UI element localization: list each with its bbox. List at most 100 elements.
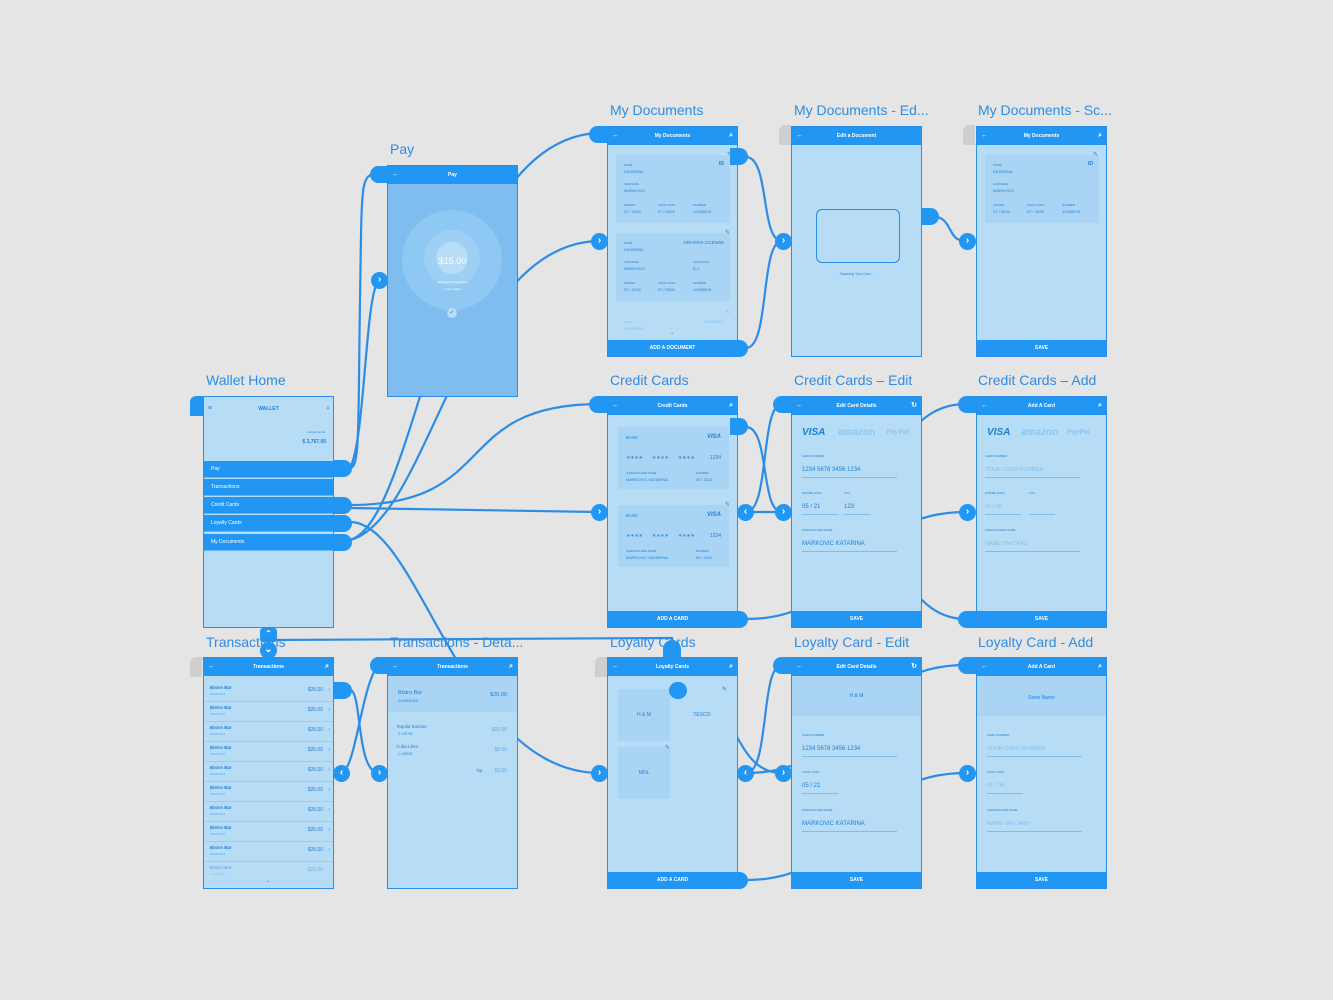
link-handle-in[interactable] bbox=[958, 657, 976, 674]
screen-credit-cards[interactable]: ← Credit Cards ⌕ BANK VISA ∗∗∗∗ ∗∗∗∗ ∗∗∗… bbox=[607, 396, 738, 628]
link-handle-credit[interactable] bbox=[334, 497, 352, 514]
search-icon[interactable]: ⌕ bbox=[729, 663, 733, 670]
amazon-logo[interactable]: amazon bbox=[1021, 427, 1059, 438]
chevron-right-icon[interactable]: › bbox=[591, 233, 608, 250]
link-handle-in[interactable] bbox=[663, 640, 681, 657]
pencil-icon[interactable]: ✎ bbox=[725, 310, 731, 316]
back-arrow-icon[interactable]: ← bbox=[392, 663, 399, 670]
chevron-up-icon[interactable]: ⌃ bbox=[260, 628, 277, 642]
cvv-input[interactable] bbox=[1029, 514, 1055, 515]
search-icon[interactable]: ⌕ bbox=[325, 663, 329, 670]
document-card-license[interactable]: NAME KATARINA DRIVERS LICENSE SURNAME MA… bbox=[616, 233, 730, 301]
screen-scan-document[interactable]: ← My Documents ⌕ NAME KATARINA ID SURNAM… bbox=[976, 126, 1107, 357]
link-handle-documents[interactable] bbox=[334, 534, 352, 551]
back-arrow-icon[interactable]: ← bbox=[612, 402, 619, 409]
add-document-button[interactable]: ADD A DOCUMENT bbox=[608, 340, 737, 356]
paypal-logo[interactable]: PayPal bbox=[1067, 429, 1090, 436]
chevron-right-icon[interactable]: › bbox=[371, 765, 388, 782]
cvv-field[interactable]: 123 bbox=[844, 504, 855, 510]
amazon-logo[interactable]: amazon bbox=[838, 427, 876, 438]
link-handle-out[interactable] bbox=[730, 418, 748, 435]
screen-loyalty-card-add[interactable]: ← Add A Card ⌕ Store Name CARD NUMBER YO… bbox=[976, 657, 1107, 889]
holder-input[interactable]: NAME ON CARD bbox=[985, 541, 1028, 547]
save-card-button[interactable]: SAVE bbox=[977, 611, 1106, 627]
screen-pay[interactable]: ← Pay $15.00 Hold your phone close to th… bbox=[387, 165, 518, 397]
back-arrow-icon[interactable]: ← bbox=[981, 402, 988, 409]
link-handle-out[interactable] bbox=[730, 148, 748, 165]
search-icon[interactable]: ⌕ bbox=[1098, 663, 1102, 670]
holder-field[interactable]: MARKOVIC KATARINA bbox=[802, 821, 865, 827]
link-handle-in[interactable] bbox=[370, 657, 388, 674]
chevron-right-icon[interactable]: › bbox=[959, 765, 976, 782]
card-number-field[interactable]: 1234 5678 3456 1234 bbox=[802, 746, 861, 752]
search-icon[interactable]: ⌕ bbox=[1098, 402, 1102, 409]
back-arrow-icon[interactable]: ← bbox=[796, 663, 803, 670]
search-icon[interactable]: ⌕ bbox=[1098, 132, 1102, 139]
search-icon[interactable]: ⌕ bbox=[729, 402, 733, 409]
link-handle-in[interactable] bbox=[958, 611, 976, 628]
back-arrow-icon[interactable]: ← bbox=[796, 132, 803, 139]
search-icon[interactable]: ⌕ bbox=[509, 663, 513, 670]
store-name-input[interactable]: Store Name bbox=[1028, 695, 1055, 701]
card-number-input[interactable]: YOUR CARD NUMBER bbox=[987, 746, 1046, 752]
visa-logo[interactable]: VISA bbox=[802, 427, 826, 438]
menu-icon[interactable]: ≡ bbox=[208, 405, 213, 412]
chevron-left-icon[interactable]: ‹ bbox=[737, 765, 754, 782]
pencil-icon[interactable]: ✎ bbox=[722, 687, 728, 693]
paypal-logo[interactable]: PayPal bbox=[886, 429, 909, 436]
link-handle-out[interactable] bbox=[730, 340, 748, 357]
add-card-button[interactable]: ADD A CARD bbox=[608, 611, 737, 627]
save-loyalty-button[interactable]: SAVE bbox=[977, 872, 1106, 888]
menu-item-transactions[interactable]: Transactions bbox=[204, 479, 333, 496]
loyalty-card-mol[interactable]: MOL bbox=[618, 747, 670, 799]
chevron-right-icon[interactable]: › bbox=[371, 272, 388, 289]
back-arrow-icon[interactable]: ← bbox=[392, 171, 399, 178]
screen-loyalty-card-edit[interactable]: ← Edit Card Details ↻ H & M CARD NUMBER … bbox=[791, 657, 922, 889]
holder-field[interactable]: MARKOVIC KATARINA bbox=[802, 541, 865, 547]
chevron-right-icon[interactable]: › bbox=[775, 233, 792, 250]
screen-wallet-home[interactable]: ≡ WALLET ⌕ Current funds $ 3,767.05 Pay … bbox=[203, 396, 334, 628]
link-handle-out[interactable] bbox=[669, 682, 687, 699]
menu-item-loyalty-cards[interactable]: Loyalty Cards bbox=[204, 515, 333, 532]
expiry-input[interactable]: 01 / 00 bbox=[985, 504, 1002, 510]
pencil-icon[interactable]: ✎ bbox=[725, 502, 731, 508]
chevron-down-icon[interactable]: ⌄ bbox=[260, 642, 277, 659]
screen-my-documents[interactable]: ← My Documents ⌕ NAME KATARINA ID SURNAM… bbox=[607, 126, 738, 357]
link-handle-loyalty[interactable] bbox=[334, 515, 352, 532]
back-arrow-icon[interactable]: ← bbox=[612, 663, 619, 670]
save-card-button[interactable]: SAVE bbox=[792, 611, 921, 627]
document-card-id[interactable]: NAME KATARINA ID SURNAME MARKOVIC ISSUED… bbox=[985, 155, 1099, 223]
chevron-right-icon[interactable]: › bbox=[591, 765, 608, 782]
link-handle-in[interactable] bbox=[589, 396, 607, 413]
chevron-left-icon[interactable]: ‹ bbox=[737, 504, 754, 521]
link-handle-out[interactable] bbox=[921, 208, 939, 225]
chevron-down-icon[interactable]: ⌄ bbox=[266, 878, 271, 884]
link-handle-in[interactable] bbox=[773, 657, 791, 674]
valid-field[interactable]: 05 / 21 bbox=[802, 783, 821, 789]
credit-card-2[interactable]: BANK VISA ∗∗∗∗ ∗∗∗∗ ∗∗∗∗ 1234 CARDHOLDER… bbox=[618, 505, 729, 567]
add-loyalty-card-button[interactable]: ADD A CARD bbox=[608, 872, 737, 888]
chevron-right-icon[interactable]: › bbox=[959, 233, 976, 250]
link-handle-in[interactable] bbox=[589, 126, 607, 143]
chevron-right-icon[interactable]: › bbox=[775, 504, 792, 521]
screen-credit-card-add[interactable]: ← Add A Card ⌕ VISA amazon PayPal CARD N… bbox=[976, 396, 1107, 628]
expiry-field[interactable]: 05 / 21 bbox=[802, 504, 821, 510]
refresh-icon[interactable]: ↻ bbox=[911, 663, 917, 670]
search-icon[interactable]: ⌕ bbox=[326, 405, 330, 412]
pencil-icon[interactable]: ✎ bbox=[727, 151, 732, 158]
chevron-down-icon[interactable]: ⌄ bbox=[670, 330, 675, 336]
back-arrow-icon[interactable]: ← bbox=[208, 663, 215, 670]
link-handle-in[interactable] bbox=[958, 396, 976, 413]
link-handle-out[interactable] bbox=[730, 611, 748, 628]
back-arrow-icon[interactable]: ← bbox=[981, 663, 988, 670]
link-handle-in[interactable] bbox=[773, 396, 791, 413]
